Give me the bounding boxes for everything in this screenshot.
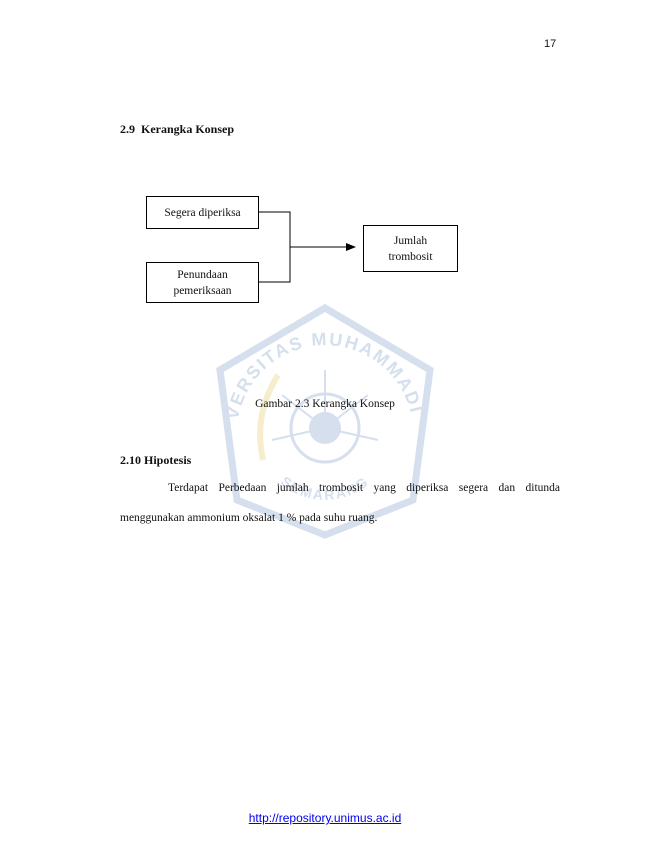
page-number: 17 xyxy=(544,38,557,50)
hypothesis-paragraph-line1: Terdapat Perbedaan jumlah trombosit yang… xyxy=(168,482,560,494)
box3-line2: trombosit xyxy=(388,250,433,263)
hypothesis-paragraph-line2: menggunakan ammonium oksalat 1 % pada su… xyxy=(120,512,378,524)
box2-line2: pemeriksaan xyxy=(173,284,232,297)
box3-line1: Jumlah xyxy=(393,234,428,247)
diagram-box-segera-diperiksa: Segera diperiksa xyxy=(146,196,259,229)
box2-line1: Penundaan xyxy=(177,268,228,281)
figure-caption: Gambar 2.3 Kerangka Konsep xyxy=(255,398,395,410)
diagram-box-penundaan-pemeriksaan: Penundaan pemeriksaan xyxy=(146,262,259,303)
section-heading-hipotesis: 2.10 Hipotesis xyxy=(120,453,192,467)
diagram-box-jumlah-trombosit: Jumlah trombosit xyxy=(363,225,458,272)
repository-link[interactable]: http://repository.unimus.ac.id xyxy=(248,811,402,825)
section-heading-kerangka-konsep: 2.9 Kerangka Konsep xyxy=(120,122,235,136)
university-seal-watermark: UNIVERSITAS MUHAMMADIYAH SEMARANG xyxy=(208,300,434,539)
arrow-head xyxy=(346,243,356,251)
